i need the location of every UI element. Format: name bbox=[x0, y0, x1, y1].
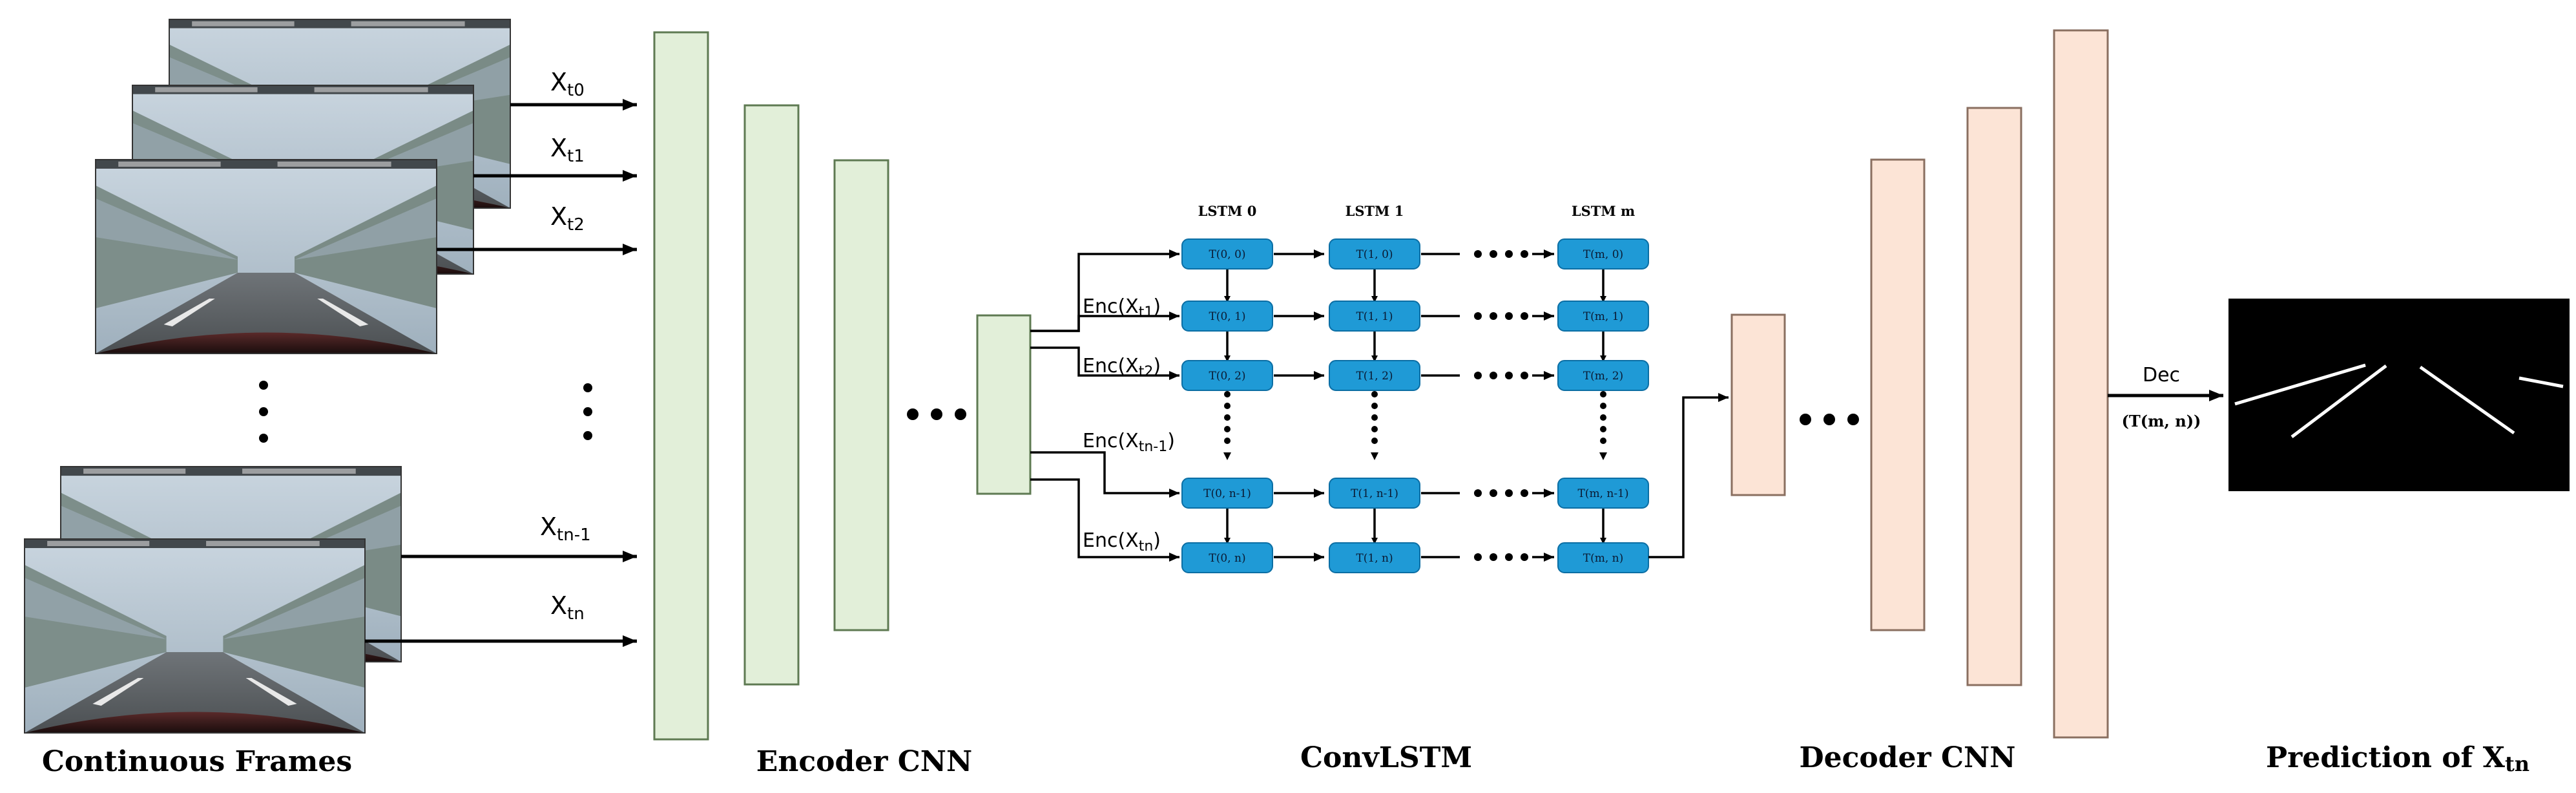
lstm-cell-label: T(m, n) bbox=[1583, 552, 1623, 565]
lstm-cell bbox=[1181, 301, 1273, 332]
lstm-cell bbox=[1557, 360, 1649, 391]
input-ellipsis bbox=[583, 383, 592, 440]
decoder-output-label: Dec bbox=[2143, 364, 2180, 386]
enc-label-xt1: Enc(Xt1) bbox=[1083, 295, 1161, 321]
lstm-cell bbox=[1181, 238, 1273, 270]
input-label-xtn-1: Xtn-1 bbox=[540, 513, 591, 545]
input-label-xt2: Xt2 bbox=[550, 202, 585, 235]
lstm-cell bbox=[1557, 301, 1649, 332]
lstm-cell-label: T(0, n) bbox=[1209, 552, 1245, 565]
lstm-cell-label: T(m, 0) bbox=[1583, 248, 1623, 261]
decoder-input-layer bbox=[1730, 313, 1786, 496]
lstm-vertical-ellipsis bbox=[1223, 391, 1607, 460]
encoder-caption: Encoder CNN bbox=[756, 745, 972, 778]
lstm-column-title-0: LSTM 0 bbox=[1198, 203, 1257, 219]
input-label-xt1: Xt1 bbox=[550, 134, 585, 166]
lstm-horizontal-arrows bbox=[1274, 249, 1554, 562]
lstm-cell-label: T(1, 1) bbox=[1356, 310, 1393, 323]
frame-image bbox=[95, 159, 437, 354]
lstm-cell-label: T(1, n-1) bbox=[1351, 487, 1398, 500]
lstm-column-title-m: LSTM m bbox=[1572, 203, 1635, 219]
lstm-cell bbox=[1557, 238, 1649, 270]
lstm-cell bbox=[1181, 542, 1273, 573]
lstm-cell-label: T(1, n) bbox=[1356, 552, 1393, 565]
encoder-bottleneck bbox=[976, 314, 1032, 495]
decoder-output-sublabel: (T(m, n)) bbox=[2122, 412, 2201, 430]
lstm-cell-label: T(1, 2) bbox=[1356, 370, 1393, 383]
lstm-cell-label: T(0, 1) bbox=[1209, 310, 1245, 323]
prediction-caption: Prediction of Xtn bbox=[2266, 741, 2529, 776]
lstm-cell bbox=[1181, 478, 1273, 509]
lstm-cell bbox=[1557, 478, 1649, 509]
encoder-layer-3 bbox=[833, 159, 889, 631]
enc-label-xt2: Enc(Xt2) bbox=[1083, 355, 1161, 380]
input-label-xtn: Xtn bbox=[550, 591, 585, 624]
lstm-cell bbox=[1329, 360, 1420, 391]
decoder-layer-2 bbox=[1966, 107, 2022, 686]
lstm-horizontal-ellipsis bbox=[1474, 250, 1528, 561]
convlstm-caption: ConvLSTM bbox=[1300, 741, 1472, 774]
lstm-cell-label: T(0, n-1) bbox=[1203, 487, 1251, 500]
encoder-layer-1 bbox=[653, 31, 709, 741]
lstm-cell-label: T(m, n-1) bbox=[1577, 487, 1628, 500]
lstm-vertical-arrows bbox=[1224, 269, 1606, 544]
decoder-layers bbox=[1730, 29, 2109, 739]
enc-label-xtn: Enc(Xtn) bbox=[1083, 529, 1161, 555]
lstm-cell bbox=[1329, 238, 1420, 270]
decoder-caption: Decoder CNN bbox=[1799, 741, 2015, 774]
input-arrows bbox=[365, 99, 637, 647]
lstm-cell bbox=[1329, 542, 1420, 573]
frame-stack-bottom bbox=[24, 466, 402, 734]
decoder-layer-1 bbox=[1870, 158, 1926, 631]
frame-image bbox=[24, 538, 366, 734]
frame-ellipsis bbox=[259, 381, 268, 443]
lstm-cell-label: T(0, 2) bbox=[1209, 370, 1245, 383]
lstm-cell-label: T(m, 2) bbox=[1583, 370, 1623, 383]
lstm-cell bbox=[1181, 360, 1273, 391]
lstm-cell-label: T(1, 0) bbox=[1356, 248, 1393, 261]
lstm-cell-label: T(0, 0) bbox=[1209, 248, 1245, 261]
input-label-xt0: Xt0 bbox=[550, 68, 585, 100]
lstm-cell-label: T(m, 1) bbox=[1583, 310, 1623, 323]
frames-caption: Continuous Frames bbox=[42, 745, 352, 778]
lstm-cell bbox=[1329, 478, 1420, 509]
enc-label-xtn-1: Enc(Xtn-1) bbox=[1083, 430, 1175, 455]
lstm-cell bbox=[1329, 301, 1420, 332]
lstm-grid: T(0, 0) T(1, 0) T(m, 0) T(0, 1) T(1, 1) … bbox=[1181, 238, 1649, 573]
encoder-layer-2 bbox=[743, 104, 800, 686]
prediction-image bbox=[2228, 299, 2570, 491]
decoder-ellipsis bbox=[1800, 414, 1859, 425]
encoder-output-arrows bbox=[1030, 249, 1179, 562]
lstm-to-decoder-arrow bbox=[1648, 393, 1729, 558]
encoder-layers bbox=[653, 31, 1032, 741]
decoder-layer-3 bbox=[2053, 29, 2109, 739]
lstm-column-title-1: LSTM 1 bbox=[1345, 203, 1404, 219]
encoder-ellipsis bbox=[907, 408, 966, 420]
frame-stack-top bbox=[95, 19, 511, 354]
